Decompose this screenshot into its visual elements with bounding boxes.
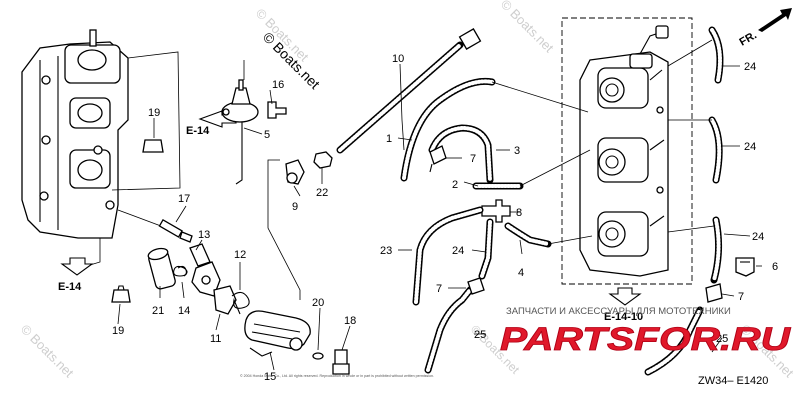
label-6: 6 — [772, 261, 778, 273]
arrow-e14-bottom — [60, 257, 94, 276]
cap-19-lower — [111, 289, 131, 303]
copyright-line: © 2004 Honda Motor Co., Ltd. All rights … — [240, 374, 434, 378]
label-23: 23 — [380, 245, 392, 257]
label-3: 3 — [514, 145, 520, 157]
banner-subtitle: ЗАПЧАСТИ И АКСЕССУАРЫ ДЛЯ МОТОТЕХНИКИ — [506, 306, 731, 317]
label-7-low: 7 — [436, 283, 442, 295]
clamp-6 — [735, 257, 755, 277]
label-25-right: 25 — [716, 333, 728, 345]
label-7-right: 7 — [738, 291, 744, 303]
label-19-upper: 19 — [148, 107, 160, 119]
label-11: 11 — [210, 333, 221, 345]
bolt-18 — [332, 349, 350, 375]
ref-e1410: E-14-10 — [604, 311, 643, 323]
label-1: 1 — [386, 133, 392, 145]
arrow-e1410 — [608, 287, 642, 306]
tee-8 — [481, 199, 511, 223]
collar-13 — [189, 243, 211, 267]
hose-25 — [424, 286, 474, 374]
carburetor-assembly — [579, 25, 669, 277]
banner-logo: PARTSFOR.RU — [500, 321, 791, 357]
label-9: 9 — [292, 201, 298, 213]
label-22: 22 — [316, 187, 328, 199]
clip-7-low — [467, 277, 485, 295]
link-15 — [244, 310, 311, 351]
washer-20 — [312, 352, 324, 360]
label-24-middle: 24 — [744, 141, 756, 153]
diaphragm-5 — [221, 79, 259, 185]
label-15: 15 — [264, 371, 276, 383]
watermark-right-top: © Boats.net — [498, 0, 557, 56]
lever-11 — [213, 285, 237, 315]
cylinder-21 — [147, 247, 176, 290]
label-8: 8 — [516, 207, 522, 219]
spring-12 — [231, 291, 250, 315]
label-14: 14 — [178, 305, 190, 317]
watermark-bottom-left: © Boats.net — [18, 322, 77, 381]
label-10: 10 — [392, 53, 404, 65]
label-20: 20 — [312, 297, 324, 309]
part-labels: 1 2 3 4 5 6 7 7 7 8 9 10 11 12 13 14 15 … — [112, 53, 778, 383]
label-13: 13 — [198, 229, 210, 241]
label-25-left: 25 — [474, 329, 486, 341]
label-18: 18 — [344, 315, 356, 327]
label-24-mid: 24 — [452, 245, 464, 257]
label-7-top: 7 — [470, 153, 476, 165]
nut-22 — [313, 151, 333, 169]
label-19-lower: 19 — [112, 325, 124, 337]
label-2: 2 — [452, 179, 458, 191]
fr-arrow — [758, 8, 792, 32]
ref-e14-bottom: E-14 — [58, 281, 82, 293]
leader-lines — [117, 60, 762, 371]
carburetor-box — [561, 17, 693, 285]
clip-7-right — [705, 283, 723, 303]
bolt-17 — [158, 219, 193, 243]
label-21: 21 — [152, 305, 164, 317]
ref-e14-left: E-14 — [186, 125, 210, 137]
spring-14 — [173, 265, 188, 277]
label-17: 17 — [178, 193, 190, 205]
intake-manifold — [21, 29, 129, 239]
label-5: 5 — [264, 129, 270, 141]
label-12: 12 — [234, 249, 246, 261]
label-24-bottom: 24 — [752, 231, 764, 243]
label-4: 4 — [518, 267, 524, 279]
label-16: 16 — [272, 79, 284, 91]
cap-19-upper — [142, 139, 164, 153]
label-24-top: 24 — [744, 61, 756, 73]
fitting-9 — [285, 159, 305, 185]
screw-16 — [267, 101, 287, 119]
fr-label: FR. — [738, 29, 759, 48]
rod-15 — [249, 347, 273, 357]
diagram-code: ZW34– E1420 — [698, 375, 768, 387]
